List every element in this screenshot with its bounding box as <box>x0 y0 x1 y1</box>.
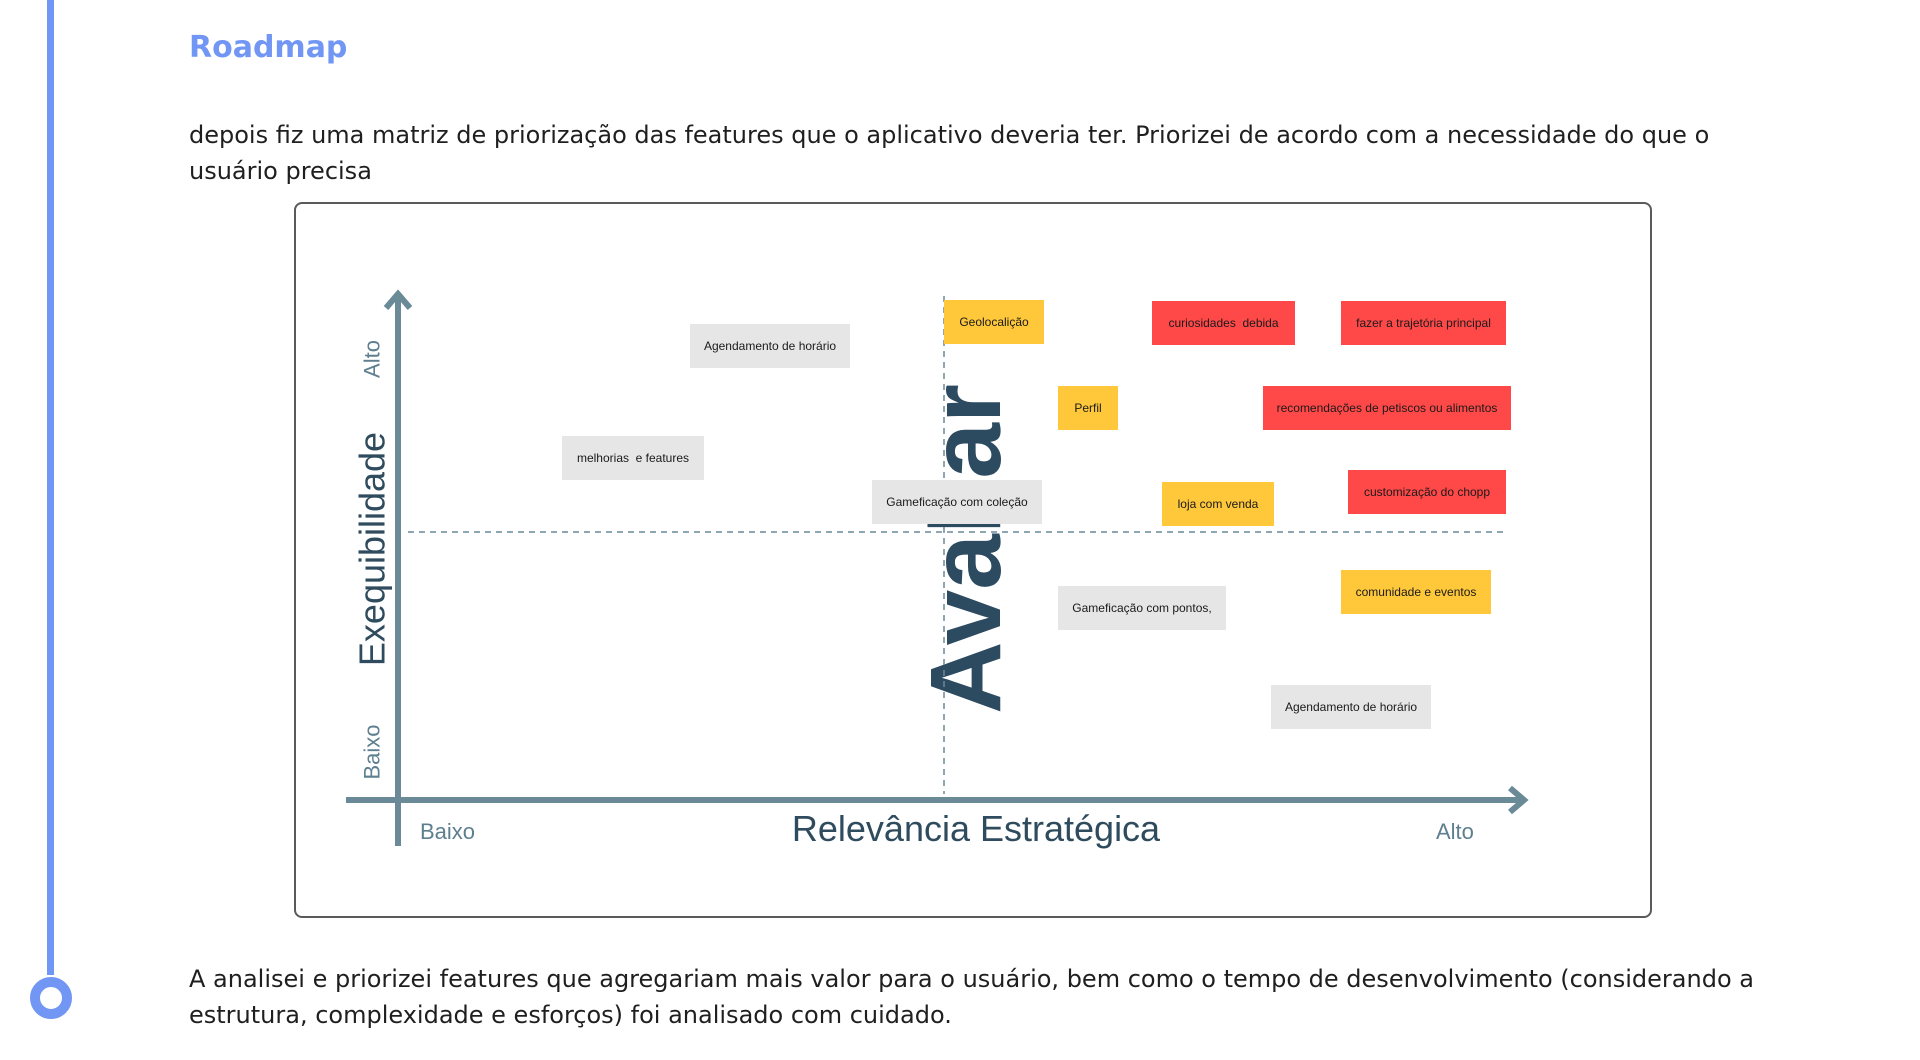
x-axis-high-label: Alto <box>1436 819 1474 844</box>
avaliar-watermark: Avaliar <box>910 384 1022 714</box>
sticky-agendamento-bottom: Agendamento de horário <box>1271 685 1431 729</box>
sticky-gameficacao-colecao: Gameficação com coleção <box>872 480 1042 524</box>
y-axis-low-label: Baixo <box>360 724 385 779</box>
x-axis-title: Relevância Estratégica <box>792 808 1161 849</box>
sticky-melhorias: melhorias e features <box>562 436 704 480</box>
sticky-perfil: Perfil <box>1058 386 1118 430</box>
sticky-geolocalicao: Geolocalição <box>944 300 1044 344</box>
sticky-loja: loja com venda <box>1162 482 1274 526</box>
section-title: Roadmap <box>189 30 348 65</box>
sticky-recomendacoes: recomendações de petiscos ou alimentos <box>1263 386 1511 430</box>
x-axis-low-label: Baixo <box>420 819 475 844</box>
prioritization-matrix: Avaliar Exequibilidade Alto Baixo Relevâ… <box>294 202 1652 918</box>
timeline-line <box>47 0 54 975</box>
sticky-agendamento-top: Agendamento de horário <box>690 324 850 368</box>
matrix-canvas: Avaliar Exequibilidade Alto Baixo Relevâ… <box>346 289 1529 849</box>
sticky-trajetoria: fazer a trajetória principal <box>1341 301 1506 345</box>
intro-paragraph: depois fiz uma matriz de priorização das… <box>189 121 1710 185</box>
y-axis-high-label: Alto <box>360 340 385 378</box>
sticky-curiosidades: curiosidades debida <box>1152 301 1295 345</box>
x-axis-arrowhead <box>1508 785 1529 815</box>
sticky-gameficacao-pontos: Gameficação com pontos, <box>1058 586 1226 630</box>
timeline-end-dot <box>30 977 72 1019</box>
outro-paragraph: A analisei e priorizei features que agre… <box>189 965 1754 1029</box>
sticky-customizacao: customização do chopp <box>1348 470 1506 514</box>
y-axis-arrowhead <box>383 289 413 310</box>
sticky-comunidade: comunidade e eventos <box>1341 570 1491 614</box>
y-axis-title: Exequibilidade <box>352 432 393 666</box>
